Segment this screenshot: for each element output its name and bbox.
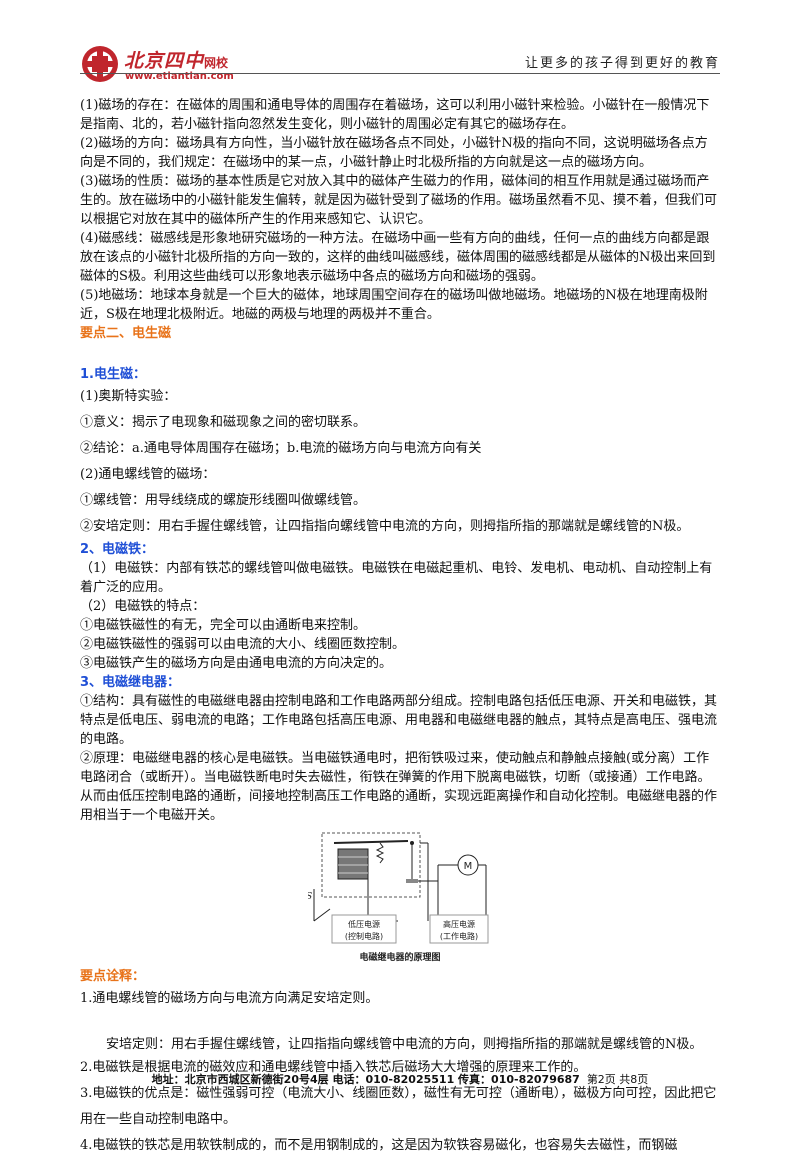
magnetism-point: (5)地磁场：地球本身就是一个巨大的磁体，地球周围空间存在的磁场叫做地磁场。地磁…: [80, 288, 708, 322]
spacer: [80, 1012, 720, 1034]
header-slogan: 让更多的孩子得到更好的教育: [524, 56, 720, 71]
magnetism-point: (1)磁场的存在：在磁体的周围和通电导体的周围存在着磁场，这可以利用小磁针来检验…: [80, 98, 710, 132]
switch-label: S: [308, 892, 312, 902]
magnetism-point: (4)磁感线：磁感线是形象地研究磁场的一种方法。在磁场中画一些有方向的曲线，任何…: [80, 231, 716, 284]
high-voltage-label: 高压电源: [443, 919, 475, 929]
text-line: (1)奥斯特实验：: [80, 389, 177, 404]
low-voltage-label: 低压电源: [348, 919, 380, 929]
note-line: 1.通电螺线管的磁场方向与电流方向满足安培定则。: [80, 991, 379, 1006]
text-line: （1）电磁铁：内部有铁芯的螺线管叫做电磁铁。电磁铁在电磁起重机、电铃、发电机、电…: [80, 561, 713, 595]
note-line: 4.电磁铁的铁芯是用软铁制成的，而不是用钢制成的，这是因为软铁容易磁化，也容易失…: [80, 1138, 678, 1153]
key-notes-heading: 要点诠释：: [80, 969, 146, 984]
text-line: （2）电磁铁的特点：: [80, 599, 206, 614]
page-footer: 地址：北京市西城区新德街20号4层 电话：010-82025511 传真：010…: [0, 1071, 800, 1087]
subsection-heading: 1.电生磁：: [80, 367, 146, 382]
spacer: [80, 343, 720, 365]
subsection-body: (1)奥斯特实验： ①意义：揭示了电现象和磁现象之间的密切联系。 ②结论：a.通…: [80, 384, 720, 540]
page-header: 北京四中网校 www.etiantian.com 让更多的孩子得到更好的教育: [0, 0, 800, 100]
logo-subtitle: 网校: [204, 56, 229, 70]
magnetism-point: (3)磁场的性质：磁场的基本性质是它对放入其中的磁体产生磁力的作用，磁体间的相互…: [80, 174, 718, 227]
note-line: 安培定则：用右手握住螺线管，让四指指向螺线管中电流的方向，则拇指所指的那端就是螺…: [106, 1037, 703, 1052]
relay-diagram: S M 低压电源 (控制电路) 高压电源 (工作电路) 电磁继电器的原理图: [80, 829, 720, 965]
document-body: (1)磁场的存在：在磁体的周围和通电导体的周围存在着磁场，这可以利用小磁针来检验…: [80, 96, 720, 1159]
logo-url: www.etiantian.com: [125, 71, 234, 82]
header-divider: [80, 73, 720, 74]
work-circuit-label: (工作电路): [440, 931, 478, 941]
text-line: ①电磁铁磁性的有无，完全可以由通断电来控制。: [80, 618, 367, 633]
footer-page-number: 第2页 共8页: [586, 1073, 649, 1086]
text-line: ①意义：揭示了电现象和磁现象之间的密切联系。: [80, 415, 367, 430]
logo-title: 北京四中网校: [124, 46, 228, 73]
figure-caption: 电磁继电器的原理图: [359, 953, 441, 963]
note-line: 3.电磁铁的优点是：磁性强弱可控（电流大小、线圈匝数），磁性有无可控（通断电），…: [80, 1086, 717, 1127]
logo-emblem-icon: [82, 46, 118, 82]
site-logo[interactable]: 北京四中网校 www.etiantian.com: [80, 44, 270, 100]
text-line: ②安培定则：用右手握住螺线管，让四指指向螺线管中电流的方向，则拇指所指的那端就是…: [80, 519, 690, 534]
text-line: ②结论：a.通电导体周围存在磁场；b.电流的磁场方向与电流方向有关: [80, 441, 482, 456]
subsection-heading: 2、电磁铁：: [80, 542, 155, 557]
text-line: ①结构：具有磁性的电磁继电器由控制电路和工作电路两部分组成。控制电路包括低压电源…: [80, 694, 718, 747]
magnetism-point: (2)磁场的方向：磁场具有方向性，当小磁针放在磁场各点不同处，小磁针N极的指向不…: [80, 136, 708, 170]
logo-title-text: 北京四中: [124, 50, 205, 72]
text-line: ①螺线管：用导线绕成的螺旋形线圈叫做螺线管。: [80, 493, 367, 508]
note-line: 2.电磁铁是根据电流的磁效应和通电螺线管中插入铁芯后磁场大大增强的原理来工作的。: [80, 1060, 587, 1075]
footer-address: 地址：北京市西城区新德街20号4层 电话：010-82025511 传真：010…: [151, 1073, 580, 1086]
motor-label: M: [464, 861, 473, 872]
relay-circuit-drawing: S M 低压电源 (控制电路) 高压电源 (工作电路): [308, 829, 492, 947]
text-line: ②原理：电磁继电器的核心是电磁铁。当电磁铁通电时，把衔铁吸过来，使动触点和静触点…: [80, 751, 718, 823]
section-heading: 要点二、电生磁: [80, 326, 172, 341]
text-line: (2)通电螺线管的磁场：: [80, 467, 216, 482]
control-circuit-label: (控制电路): [345, 931, 383, 941]
text-line: ③电磁铁产生的磁场方向是由通电电流的方向决定的。: [80, 656, 393, 671]
text-line: ②电磁铁磁性的强弱可以由电流的大小、线圈匝数控制。: [80, 637, 406, 652]
subsection-heading: 3、电磁继电器：: [80, 675, 181, 690]
